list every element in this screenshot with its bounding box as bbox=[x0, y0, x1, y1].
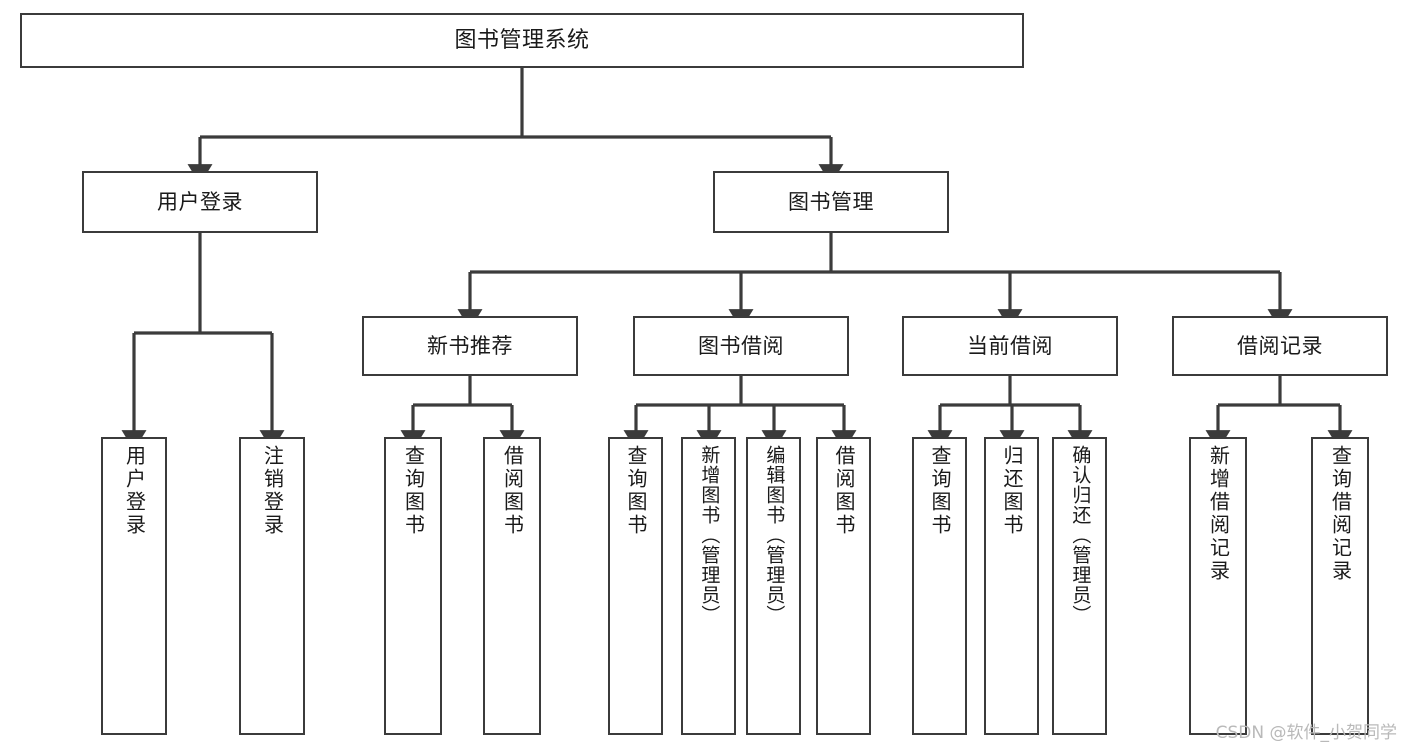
node-newbook[interactable]: 新书推荐 bbox=[362, 316, 578, 376]
node-label: 查询图书 bbox=[401, 445, 426, 537]
node-r_query[interactable]: 查询借阅记录 bbox=[1311, 437, 1369, 735]
node-label: 借阅记录 bbox=[1237, 333, 1323, 358]
node-borrow[interactable]: 图书借阅 bbox=[633, 316, 849, 376]
node-login[interactable]: 用户登录 bbox=[82, 171, 318, 233]
node-label: 当前借阅 bbox=[967, 333, 1053, 358]
node-label: 新增借阅记录 bbox=[1206, 445, 1231, 583]
node-bookmgmt[interactable]: 图书管理 bbox=[713, 171, 949, 233]
node-c_return[interactable]: 归还图书 bbox=[984, 437, 1039, 735]
node-c_confirm[interactable]: 确认归还（管理员） bbox=[1052, 437, 1107, 735]
node-label: 借阅图书 bbox=[832, 445, 856, 537]
node-b_edit[interactable]: 编辑图书（管理员） bbox=[746, 437, 801, 735]
node-root[interactable]: 图书管理系统 bbox=[20, 13, 1024, 68]
node-n_query[interactable]: 查询图书 bbox=[384, 437, 442, 735]
node-label: 查询图书 bbox=[624, 445, 648, 537]
node-current[interactable]: 当前借阅 bbox=[902, 316, 1118, 376]
node-label: 查询借阅记录 bbox=[1328, 445, 1353, 583]
node-l_login[interactable]: 用户登录 bbox=[101, 437, 167, 735]
node-label: 用户登录 bbox=[157, 189, 243, 214]
node-label: 图书管理 bbox=[788, 189, 874, 214]
node-label: 查询图书 bbox=[928, 445, 952, 537]
node-label: 借阅图书 bbox=[500, 445, 525, 537]
watermark-text: CSDN @软件_小贺同学 bbox=[1215, 723, 1397, 743]
node-label: 编辑图书（管理员） bbox=[763, 445, 786, 625]
node-label: 用户登录 bbox=[122, 445, 147, 537]
node-label: 图书借阅 bbox=[698, 333, 784, 358]
node-label: 图书管理系统 bbox=[454, 27, 590, 53]
node-label: 新书推荐 bbox=[427, 333, 513, 358]
node-records[interactable]: 借阅记录 bbox=[1172, 316, 1388, 376]
node-b_lend[interactable]: 借阅图书 bbox=[816, 437, 871, 735]
node-b_add[interactable]: 新增图书（管理员） bbox=[681, 437, 736, 735]
node-l_logout[interactable]: 注销登录 bbox=[239, 437, 305, 735]
node-b_query[interactable]: 查询图书 bbox=[608, 437, 663, 735]
node-n_borrow[interactable]: 借阅图书 bbox=[483, 437, 541, 735]
node-c_query[interactable]: 查询图书 bbox=[912, 437, 967, 735]
node-r_add[interactable]: 新增借阅记录 bbox=[1189, 437, 1247, 735]
node-label: 新增图书（管理员） bbox=[698, 445, 721, 625]
node-label: 确认归还（管理员） bbox=[1069, 445, 1092, 625]
node-label: 归还图书 bbox=[1000, 445, 1024, 537]
node-label: 注销登录 bbox=[260, 445, 285, 537]
